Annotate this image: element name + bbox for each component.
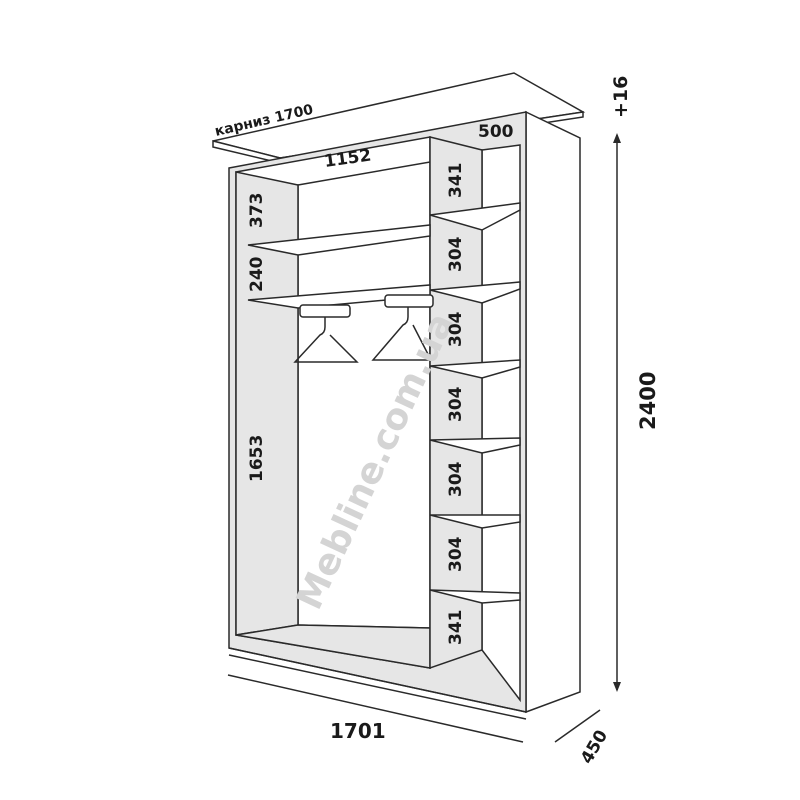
wardrobe-carcass <box>228 110 581 720</box>
width-dimension-line <box>227 674 524 743</box>
hanger-icon <box>293 304 359 363</box>
section-label: 341 <box>446 610 466 646</box>
right-shelves <box>429 202 521 604</box>
cornice-height-label: +16 <box>610 76 632 118</box>
hanger-icon <box>371 294 434 361</box>
section-label: 304 <box>446 386 466 422</box>
height-dimension-line <box>613 133 621 692</box>
left-top-label: 373 <box>247 193 267 229</box>
height-label: 2400 <box>636 372 660 430</box>
section-label: 304 <box>446 236 466 272</box>
section-label: 304 <box>446 461 466 497</box>
top-depth-label: 500 <box>478 122 514 142</box>
depth-label: 450 <box>577 727 612 768</box>
depth-dimension-line <box>554 709 601 743</box>
section-label: 304 <box>446 536 466 572</box>
section-label: 304 <box>446 311 466 347</box>
section-label: 341 <box>446 163 466 199</box>
left-mid-label: 240 <box>247 256 267 292</box>
left-bottom-label: 1653 <box>247 435 267 482</box>
width-label: 1701 <box>330 719 386 743</box>
